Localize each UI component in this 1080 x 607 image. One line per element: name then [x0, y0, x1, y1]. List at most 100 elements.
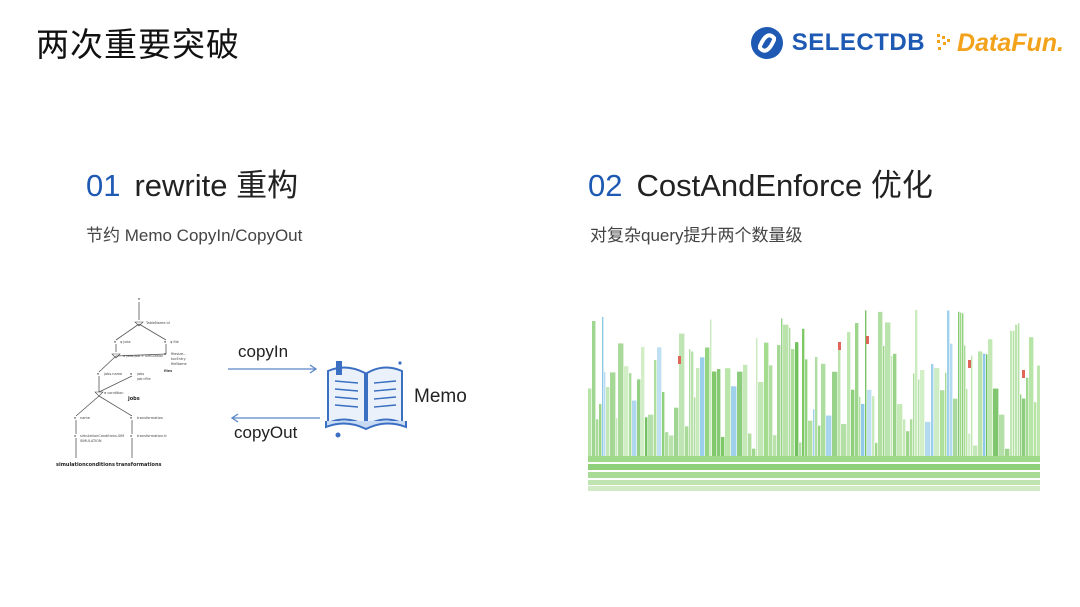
flame-frame: [973, 445, 978, 456]
flame-frame: [1005, 448, 1010, 456]
flame-frame: [847, 331, 851, 456]
flame-frame: [789, 327, 791, 456]
flame-frame: [777, 345, 781, 456]
flame-frame: [705, 347, 710, 456]
flame-frame: [1013, 330, 1015, 456]
flame-frame: [859, 396, 861, 456]
flame-frame: [685, 426, 689, 456]
svg-text:σ: σ: [74, 434, 77, 438]
svg-text:ψ file: ψ file: [170, 340, 179, 344]
svg-text:simulationConditions.SIM: simulationConditions.SIM: [80, 434, 124, 438]
flame-frame: [756, 338, 758, 456]
flame-frame: [867, 389, 872, 456]
svg-text:tocEntry: tocEntry: [171, 357, 186, 361]
open-book-icon: [325, 361, 407, 438]
flame-frame: [878, 311, 883, 456]
tree-node-jobs: jobs: [127, 396, 140, 402]
flame-frame: [945, 372, 947, 456]
flame-frame: [592, 320, 596, 456]
flame-frame: [966, 388, 968, 456]
svg-text:π: π: [138, 297, 141, 301]
flame-frame: [654, 360, 657, 456]
flame-frame: [769, 365, 773, 456]
flame-frame: [694, 397, 696, 456]
selectdb-text: SELECTDB: [791, 29, 926, 56]
flame-frame: [679, 333, 685, 456]
flame-frame: [632, 400, 637, 456]
flame-frame: [910, 419, 913, 456]
svg-text:transformation.tr: transformation.tr: [137, 434, 167, 438]
flame-frame: [645, 417, 648, 456]
flame-frame: [891, 356, 893, 456]
flame-frame: [861, 403, 865, 456]
svg-text:σ condition: σ condition: [104, 391, 124, 395]
flame-frame: [721, 436, 725, 456]
copyin-label: copyIn: [238, 342, 289, 361]
flame-frame: [795, 342, 799, 456]
flame-frame: [624, 366, 629, 456]
flame-frame: [978, 351, 983, 456]
flame-frame: [962, 313, 964, 456]
flame-frame: [815, 356, 818, 456]
flame-frame: [903, 419, 906, 456]
flame-frame: [950, 343, 953, 456]
flame-frame: [791, 349, 795, 456]
svg-text:π: π: [130, 416, 133, 420]
flame-frame: [934, 367, 940, 456]
flame-frame-hot: [838, 342, 841, 350]
flame-frame: [712, 371, 717, 456]
flame-frame: [758, 382, 764, 456]
flame-frame: [637, 379, 641, 456]
svg-text:jobs: jobs: [136, 372, 144, 376]
svg-text:π: π: [130, 372, 133, 376]
svg-text:σ: σ: [164, 352, 167, 356]
flame-frame-hot: [1022, 370, 1025, 378]
flame-frame: [802, 328, 805, 456]
flame-frame: [604, 372, 606, 456]
flame-frame: [960, 312, 962, 456]
flame-band: [588, 480, 1040, 485]
flame-frame: [915, 310, 918, 456]
flame-frame: [710, 319, 712, 456]
svg-text:job=file: job=file: [136, 377, 151, 381]
flame-frame: [799, 442, 802, 456]
flame-frame: [947, 310, 950, 456]
flame-frame: [872, 396, 875, 456]
logo-group: SELECTDB DataFun.: [750, 26, 1064, 60]
flame-frame-hot: [968, 360, 971, 368]
flame-frame: [665, 432, 669, 456]
flame-frame: [691, 351, 694, 456]
flame-frame: [596, 419, 599, 456]
flame-frame: [602, 317, 604, 456]
flame-frame: [737, 371, 743, 456]
flame-frame: [1015, 324, 1018, 456]
flame-frame: [657, 347, 662, 456]
flame-frame: [616, 418, 618, 456]
flame-frame: [599, 404, 602, 456]
flame-frame: [971, 355, 973, 456]
section1-title: rewrite 重构: [134, 168, 299, 203]
flame-frame: [641, 346, 645, 456]
flame-frame: [865, 310, 867, 456]
flame-frame: [743, 364, 748, 456]
flame-frame: [618, 343, 624, 456]
flame-frame: [1010, 330, 1013, 456]
svg-text:π: π: [97, 372, 100, 376]
flame-frame: [696, 368, 700, 456]
flame-frame: [783, 324, 789, 456]
flame-frame: [931, 364, 934, 456]
svg-text:π: π: [74, 416, 77, 420]
flame-frame: [913, 373, 915, 456]
flame-frame: [1018, 323, 1020, 456]
tree-leaf-simulationconditions: simulationconditions: [56, 462, 115, 468]
flame-frame: [764, 342, 769, 456]
section2-subtitle: 对复杂query提升两个数量级: [590, 226, 803, 245]
flame-frame: [629, 373, 632, 456]
flame-frame: [897, 404, 903, 456]
svg-text:fileName: fileName: [171, 362, 187, 366]
flame-frame: [813, 409, 815, 456]
flame-frame: [725, 368, 731, 456]
flame-frame: [885, 322, 891, 456]
datafun-dots-icon: [937, 34, 951, 50]
